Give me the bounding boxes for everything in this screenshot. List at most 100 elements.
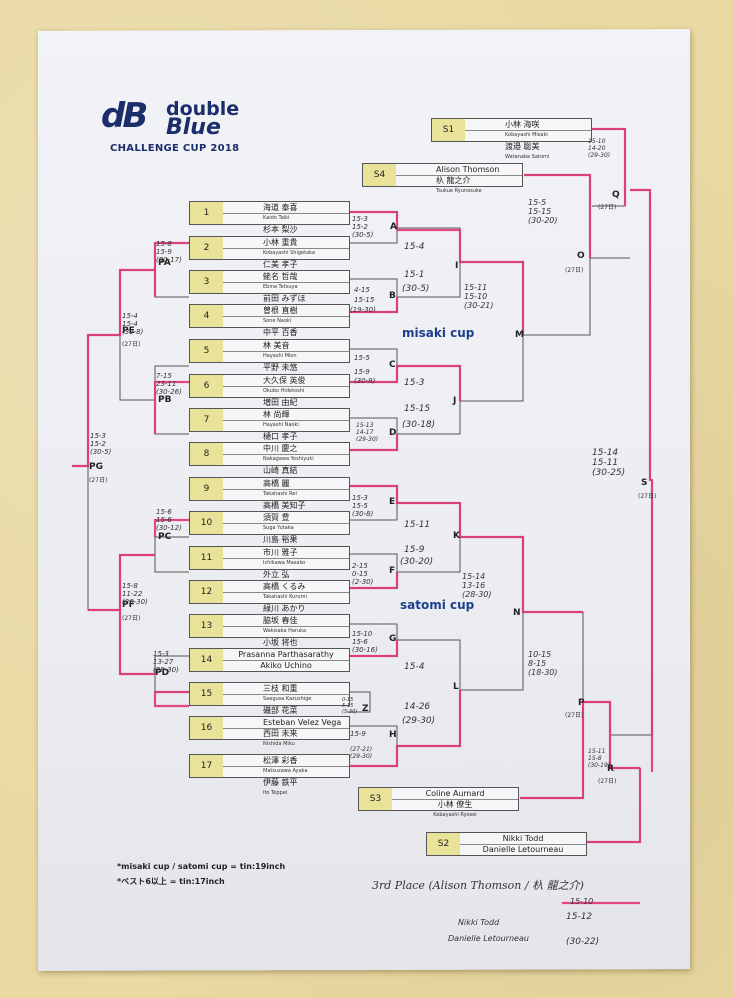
player-name: 山崎 真結 [263,466,298,475]
player-name: 増田 由紀 [263,398,298,407]
entry-number: 4 [189,304,224,328]
match-day-pg: (27日) [89,477,108,484]
entry-player: 脇坂 春佳 Wakisaka Haruka [223,615,349,637]
cup-title-misaki: misaki cup [402,326,475,340]
match-label-pc: PC [158,532,172,542]
player-name: 緑川 あかり [263,604,306,613]
seed-s4-names: Alison Thomson 杁 龍之介 Tsukue Ryunosuke [396,163,523,194]
names-divider [223,592,349,593]
names-divider [223,386,349,387]
names-divider [223,728,349,729]
player-name: 小坂 将也 [263,638,298,647]
match-label-k: K [453,531,460,541]
entry-player: Esteban Velez Vega [223,717,349,728]
score-j-mid: 15-15 [404,404,431,414]
player-name: 市川 雅子 [263,548,298,557]
names-divider [223,626,349,627]
entry-number: 1 [189,201,224,225]
names-divider [223,248,349,249]
third-place-opponent-2: Danielle Letourneau [448,934,529,943]
score-b-top: 4-15 [354,286,370,294]
match-label-p: P [578,698,585,708]
match-label-pb: PB [158,395,172,405]
seed-s3: S3 [358,787,393,811]
player-name: 高橋 くるみ [263,582,306,591]
score-i-bot: (30-5) [402,284,430,294]
logo-subtitle: CHALLENGE CUP 2018 [110,143,240,154]
score-j-top: 15-3 [404,378,425,388]
match-day-q: (27日) [598,204,617,211]
player-name: 脇坂 春佳 [263,616,298,625]
score-c-mid: 15-9 [354,368,370,376]
entry-number: 17 [189,754,224,778]
entry-number: 6 [189,374,224,398]
match-label-b: B [389,291,396,301]
entry-player: 小林 重貴 Kobayashi Shigetaka [223,237,349,259]
score-c-bot: (30-9) [354,377,376,385]
seed-s2: S2 [426,832,461,856]
player-romaji: Kobayashi Shigetaka [263,250,315,256]
player-name: 平野 未悠 [263,363,298,372]
score-c-top: 15-5 [354,354,370,362]
entry-player: 林 尚輝 Hayashi Naoki [223,409,349,431]
match-label-n: N [513,608,521,618]
player-name: 前田 みずほ [263,294,306,303]
player-name: 外立 弘 [263,570,290,579]
entry-number: 9 [189,477,224,501]
third-place-score-2: 15-12 [566,912,593,922]
names-divider [223,766,349,767]
match-label-e: E [389,497,396,507]
player-name: 曽根 直樹 [263,306,298,315]
player-romaji: Takahashi Kurumi [263,594,307,600]
player-romaji: Kaido Taiki [263,215,290,221]
entry-player: 須賀 豊 Suga Yutaka [223,512,349,534]
entry-player: 三枝 和重 Saegusa Kazushige [223,683,349,705]
entry-player: 西田 未来 Nishida Miku [223,728,349,750]
player-romaji: Ebina Tetsuya [263,284,298,290]
score-k-mid: 15-9 [404,545,425,555]
player-name: 海道 泰喜 [263,203,298,212]
player-name: 高橋 麗 [263,479,290,488]
score-k-top: 15-11 [404,520,431,530]
names-divider [223,660,349,661]
match-label-d: D [389,428,397,438]
names-divider [223,558,349,559]
player-name: 須賀 豊 [263,513,290,522]
score-l-bot: (29-30) [402,716,436,726]
third-place-score-1: 15-10 [570,897,594,906]
names-divider [223,420,349,421]
player-name: 林 美音 [263,341,290,350]
cup-title-satomi: satomi cup [400,598,475,612]
player-romaji: Suga Yutaka [263,525,294,531]
footnote-tin-19: *misaki cup / satomi cup = tin:19inch [117,862,286,871]
score-i-top: 15-4 [404,242,425,252]
player-name: 蛯名 哲哉 [263,272,298,281]
score-b-bot: (19-30) [350,306,376,314]
player-name: Prasanna Parthasarathy [238,650,334,659]
names-divider [223,282,349,283]
match-label-i: I [455,261,459,271]
player-romaji: Takahashi Rei [263,491,297,497]
player-name: 林 尚輝 [263,410,290,419]
match-label-f: F [389,566,396,576]
third-place-opponent-1: Nikki Todd [458,918,500,927]
